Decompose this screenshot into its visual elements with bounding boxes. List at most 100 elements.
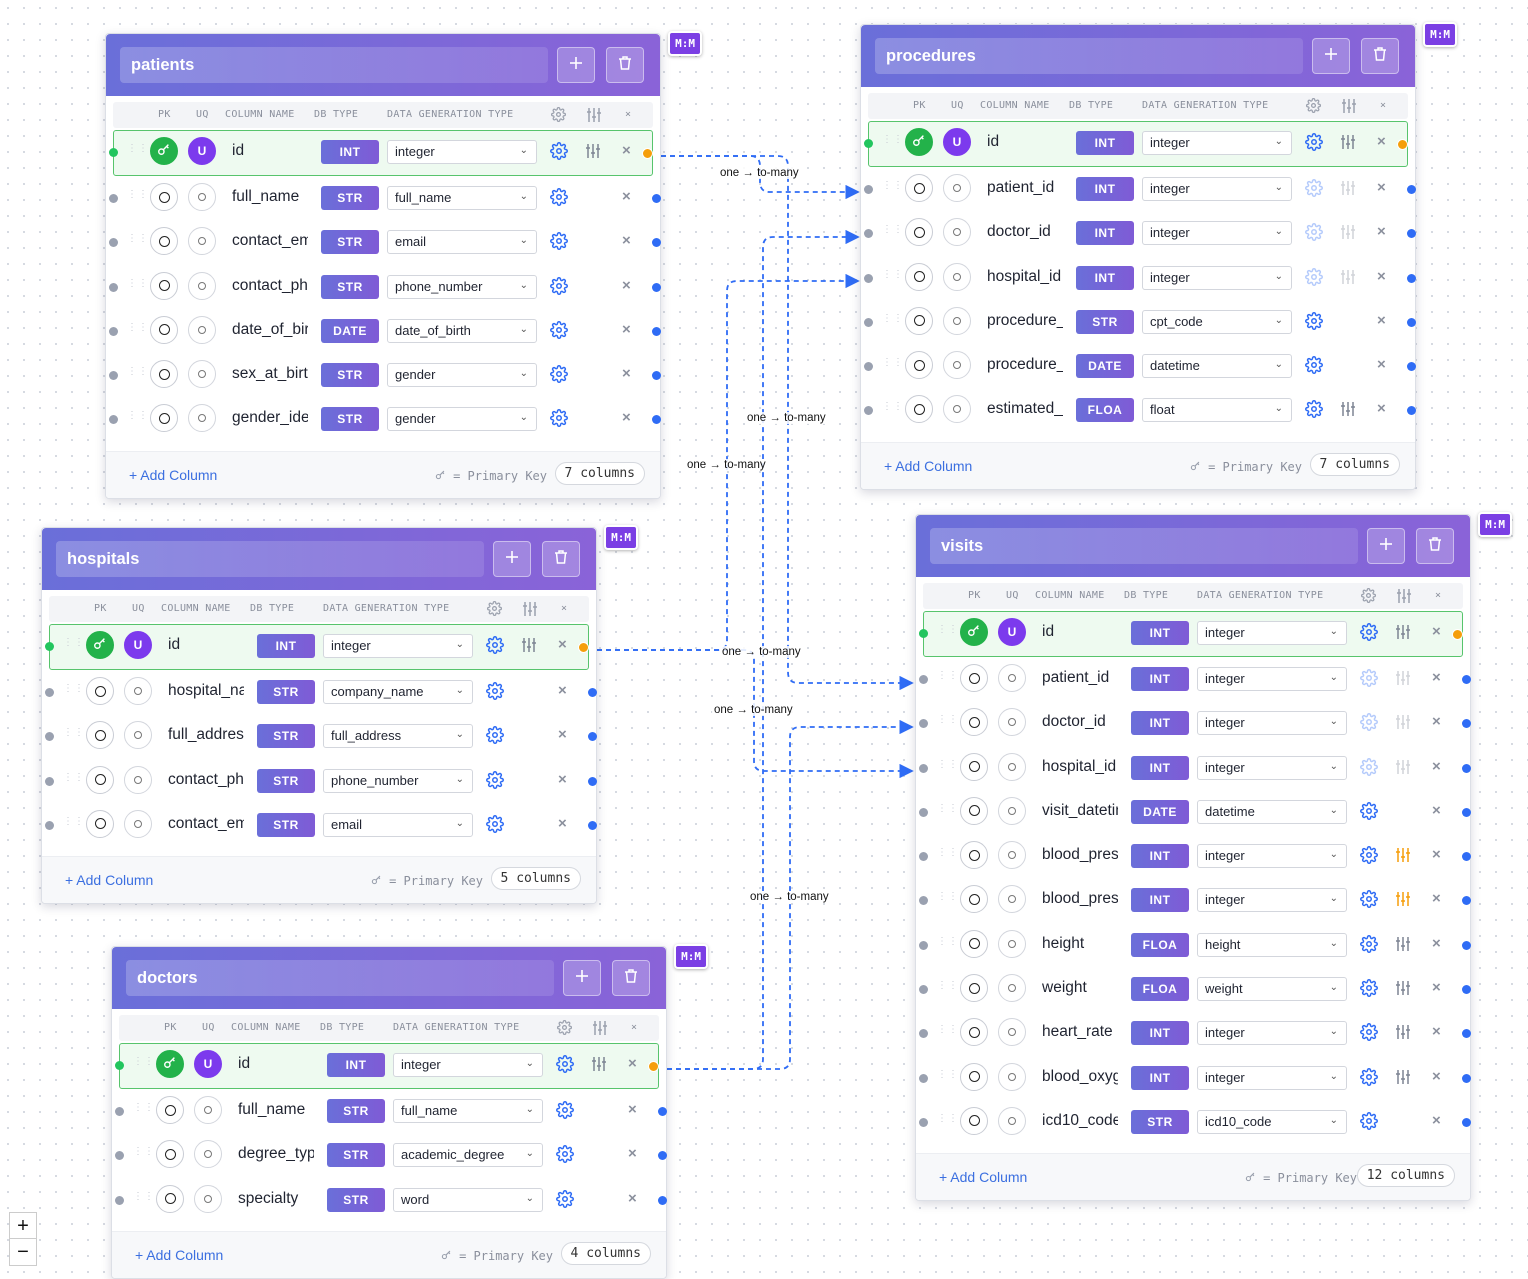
sliders-icon[interactable] — [1395, 670, 1411, 686]
zoom-in-button[interactable]: + — [9, 1212, 37, 1240]
unique-toggle[interactable]: U — [124, 631, 152, 659]
connection-port-right[interactable] — [588, 776, 597, 786]
drag-handle-icon[interactable]: ⋮⋮ — [937, 1024, 959, 1036]
connection-port-right[interactable] — [1407, 406, 1416, 416]
add-column-link[interactable]: + Add Column — [135, 1246, 224, 1263]
column-name-input[interactable]: contact_em — [232, 232, 308, 250]
drag-handle-icon[interactable]: ⋮⋮ — [133, 1056, 155, 1067]
column-name-input[interactable]: icd10_code — [1042, 1111, 1118, 1129]
gear-icon[interactable] — [550, 365, 568, 384]
drag-handle-icon[interactable]: ⋮⋮ — [133, 1190, 155, 1202]
delete-column-button[interactable]: × — [628, 1189, 637, 1207]
gear-icon[interactable] — [1305, 400, 1323, 419]
primary-key-toggle[interactable] — [960, 708, 988, 737]
delete-column-button[interactable]: × — [1377, 179, 1386, 196]
drag-handle-icon[interactable]: ⋮⋮ — [127, 366, 149, 378]
delete-column-button[interactable]: × — [558, 682, 567, 699]
connection-port-left[interactable] — [115, 1061, 124, 1070]
primary-key-toggle[interactable] — [960, 841, 988, 870]
connection-port-right[interactable] — [1407, 317, 1416, 327]
drag-handle-icon[interactable]: ⋮⋮ — [937, 980, 959, 992]
column-name-input[interactable]: hospital_id — [987, 267, 1062, 285]
drag-handle-icon[interactable]: ⋮⋮ — [63, 771, 85, 783]
add-column-button[interactable] — [563, 960, 601, 996]
gear-icon[interactable] — [1360, 669, 1378, 687]
gear-icon[interactable] — [1360, 846, 1378, 865]
db-type-badge[interactable]: STR — [321, 407, 379, 432]
db-type-badge[interactable]: INT — [1076, 131, 1134, 155]
drag-handle-icon[interactable]: ⋮⋮ — [127, 143, 149, 154]
gear-icon[interactable] — [556, 1189, 574, 1208]
drag-handle-icon[interactable]: ⋮⋮ — [882, 312, 904, 324]
db-type-badge[interactable]: INT — [1131, 755, 1189, 780]
connection-port-right[interactable] — [1452, 629, 1463, 640]
delete-column-button[interactable]: × — [1432, 979, 1441, 997]
drag-handle-icon[interactable]: ⋮⋮ — [882, 268, 904, 280]
delete-column-button[interactable]: × — [628, 1145, 637, 1163]
column-name-input[interactable]: specialty — [238, 1189, 299, 1207]
add-column-link[interactable]: + Add Column — [939, 1169, 1028, 1186]
gear-icon[interactable] — [1360, 934, 1378, 953]
unique-toggle[interactable] — [998, 929, 1026, 958]
unique-toggle[interactable] — [124, 677, 152, 705]
add-column-link[interactable]: + Add Column — [129, 466, 218, 483]
unique-toggle[interactable] — [194, 1096, 222, 1124]
unique-toggle[interactable] — [194, 1184, 222, 1213]
connection-port-right[interactable] — [1462, 1073, 1471, 1083]
data-generation-type-select[interactable]: datetime⌄ — [1197, 799, 1347, 824]
column-name-input[interactable]: hospital_na — [168, 682, 244, 699]
delete-column-button[interactable]: × — [1377, 267, 1386, 285]
data-generation-type-select[interactable]: integer⌄ — [1197, 711, 1347, 736]
unique-toggle[interactable] — [998, 708, 1026, 737]
delete-column-button[interactable]: × — [1432, 1067, 1441, 1085]
delete-column-button[interactable]: × — [1377, 311, 1386, 329]
drag-handle-icon[interactable]: ⋮⋮ — [937, 802, 959, 814]
data-generation-type-select[interactable]: integer⌄ — [1197, 621, 1347, 645]
connection-port-right[interactable] — [1462, 675, 1471, 684]
data-generation-type-select[interactable]: date_of_birth⌄ — [387, 318, 537, 343]
unique-toggle[interactable]: U — [194, 1050, 222, 1078]
db-type-badge[interactable]: INT — [1131, 844, 1189, 869]
delete-column-button[interactable]: × — [558, 814, 567, 832]
db-type-badge[interactable]: DATE — [1076, 354, 1134, 379]
db-type-badge[interactable]: INT — [1131, 1021, 1189, 1046]
connection-port-left[interactable] — [115, 1107, 124, 1116]
delete-table-button[interactable] — [606, 47, 644, 83]
db-type-badge[interactable]: STR — [257, 724, 315, 749]
add-column-button[interactable] — [557, 47, 595, 83]
data-generation-type-select[interactable]: height⌄ — [1197, 932, 1347, 957]
db-type-badge[interactable]: INT — [1131, 888, 1189, 913]
db-type-badge[interactable]: STR — [321, 186, 379, 210]
zoom-out-button[interactable]: − — [9, 1238, 37, 1266]
data-generation-type-select[interactable]: integer⌄ — [1197, 667, 1347, 691]
connection-port-left[interactable] — [919, 1073, 928, 1083]
add-column-button[interactable] — [1312, 38, 1350, 74]
unique-toggle[interactable] — [998, 1062, 1026, 1091]
db-type-badge[interactable]: STR — [327, 1187, 385, 1212]
unique-toggle[interactable] — [188, 315, 216, 344]
data-generation-type-select[interactable]: full_name⌄ — [387, 186, 537, 210]
sliders-icon[interactable] — [521, 637, 537, 653]
add-column-link[interactable]: + Add Column — [65, 872, 154, 889]
connection-port-right[interactable] — [1462, 852, 1471, 862]
delete-column-button[interactable]: × — [1432, 934, 1441, 952]
add-column-button[interactable] — [1367, 528, 1405, 564]
sliders-icon[interactable] — [1395, 1069, 1411, 1085]
db-type-badge[interactable]: INT — [321, 140, 379, 164]
primary-key-toggle[interactable] — [150, 137, 178, 165]
data-generation-type-select[interactable]: integer⌄ — [1142, 265, 1292, 290]
data-generation-type-select[interactable]: word⌄ — [393, 1187, 543, 1212]
delete-column-button[interactable]: × — [622, 276, 631, 294]
unique-toggle[interactable] — [998, 1018, 1026, 1047]
data-generation-type-select[interactable]: full_address⌄ — [323, 724, 473, 749]
primary-key-toggle[interactable] — [905, 395, 933, 424]
data-generation-type-select[interactable]: float⌄ — [1142, 398, 1292, 423]
sliders-icon[interactable] — [1340, 401, 1356, 417]
gear-icon[interactable] — [486, 636, 504, 654]
connection-port-left[interactable] — [109, 371, 118, 381]
column-name-input[interactable]: contact_em — [168, 814, 244, 832]
column-name-input[interactable]: blood_pres — [1042, 890, 1118, 908]
connection-port-left[interactable] — [864, 139, 873, 148]
primary-key-toggle[interactable] — [905, 351, 933, 380]
sliders-icon[interactable] — [1340, 269, 1356, 285]
